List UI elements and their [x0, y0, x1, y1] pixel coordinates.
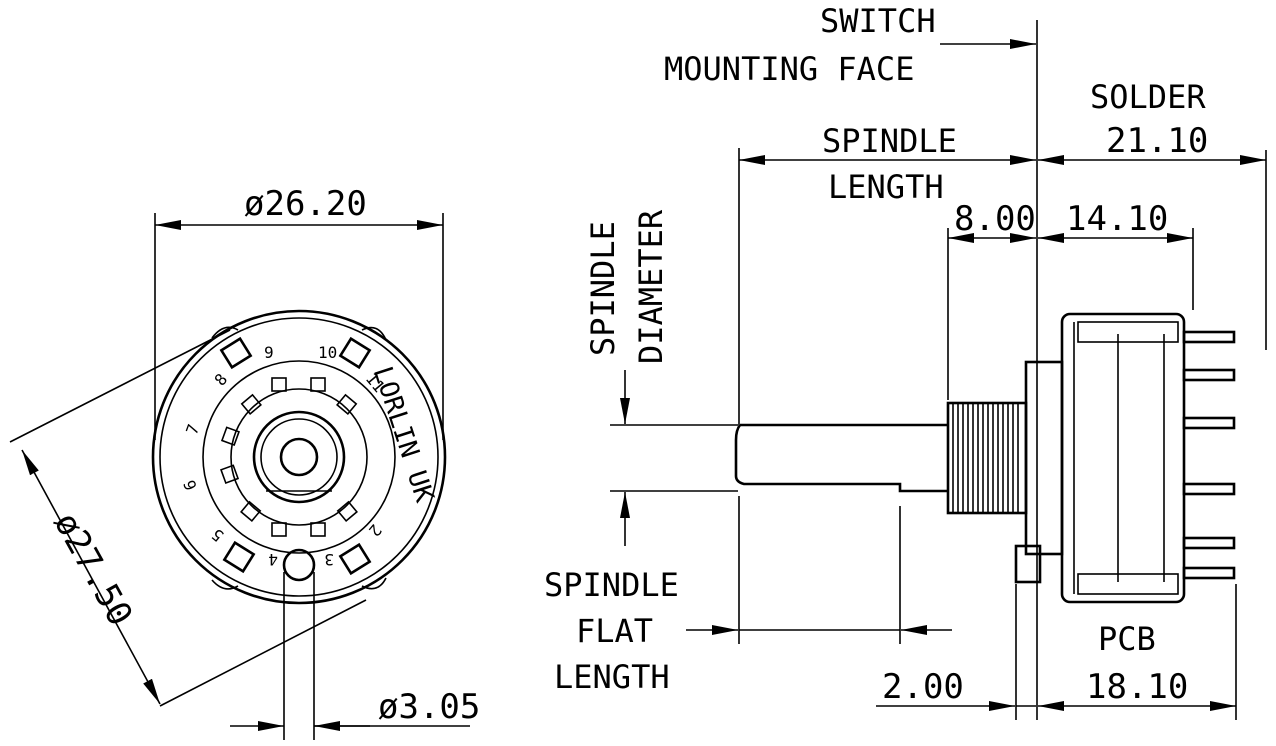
top-wafer-clip — [1077, 321, 1179, 343]
mounting-face-label: MOUNTING FACE — [664, 50, 914, 88]
position-9: 9 — [264, 343, 274, 362]
spindle — [734, 423, 948, 493]
position-numbers: 9 10 11 8 7 6 5 4 3 2 — [180, 343, 389, 569]
dim-spindle-length: SPINDLE LENGTH — [738, 122, 1036, 425]
body-length-value: 14.10 — [1066, 199, 1168, 239]
bottom-wafer-clip — [1077, 573, 1179, 595]
anti-rotation-lug — [1014, 544, 1042, 584]
dim-spindle-diameter: SPINDLE DIAMETER — [584, 209, 738, 546]
dim-spindle-flat: SPINDLE FLAT LENGTH — [544, 496, 952, 696]
outer-contacts — [219, 336, 372, 576]
top-right-tab — [361, 326, 387, 341]
bottom-left-tab — [211, 579, 239, 590]
position-8: 8 — [211, 370, 232, 390]
pcb-value: 18.10 — [1086, 667, 1188, 707]
body-outline — [159, 317, 439, 597]
solder-label: SOLDER — [1090, 78, 1206, 116]
bush-outer — [252, 410, 346, 504]
switch-body — [1060, 312, 1186, 604]
dim-overall-diameter: ø27.50 — [9, 329, 367, 707]
dim-hole-diameter: ø3.05 — [230, 572, 480, 740]
top-left-tab — [211, 326, 239, 339]
side-view — [734, 312, 1236, 604]
spindle-end — [279, 437, 319, 477]
bottom-right-tab — [361, 577, 387, 590]
brand-text: LORLIN UK — [367, 363, 439, 507]
spindle-diameter-label-1: SPINDLE — [584, 221, 622, 356]
solder-pins — [1182, 330, 1236, 580]
position-5: 5 — [208, 525, 228, 546]
flat-offset-value: 2.00 — [882, 667, 964, 707]
spindle-length-label-2: LENGTH — [828, 168, 944, 206]
dim-pcb: 2.00 PCB 18.10 — [876, 584, 1237, 720]
position-10: 10 — [318, 343, 337, 362]
front-view: 9 10 11 8 7 6 5 4 3 2 LORLIN UK — [151, 309, 447, 605]
spindle-flat-label-1: SPINDLE — [544, 566, 679, 604]
contact-ring-inner — [230, 388, 368, 526]
bush-inner — [260, 418, 338, 496]
spindle-length-label-1: SPINDLE — [822, 122, 957, 160]
dim-body-diameter: ø26.20 — [154, 184, 444, 440]
body-diameter-value: ø26.20 — [244, 184, 367, 224]
locating-hole — [282, 548, 316, 582]
solder-value: 21.10 — [1106, 121, 1208, 161]
inner-contacts — [220, 377, 358, 537]
dim-bush-body: 8.00 14.10 — [947, 199, 1194, 400]
contact-ring-outer — [202, 360, 396, 554]
overall-diameter-value: ø27.50 — [46, 506, 141, 633]
spindle-flat-label-3: LENGTH — [554, 658, 670, 696]
pcb-label: PCB — [1098, 620, 1156, 658]
spindle-diameter-label-2: DIAMETER — [632, 209, 670, 364]
bush-length-value: 8.00 — [954, 199, 1036, 239]
position-7: 7 — [182, 422, 203, 438]
position-3: 3 — [324, 550, 334, 569]
position-4: 4 — [268, 550, 278, 569]
mounting-plate — [1024, 360, 1064, 556]
dim-solder: SOLDER 21.10 — [1038, 78, 1267, 350]
hole-diameter-value: ø3.05 — [378, 687, 480, 727]
switch-label: SWITCH — [820, 2, 936, 40]
bush-threads — [952, 403, 1019, 513]
position-6: 6 — [180, 477, 201, 493]
threaded-bush — [946, 401, 1028, 515]
spindle-flat-label-2: FLAT — [576, 612, 653, 650]
